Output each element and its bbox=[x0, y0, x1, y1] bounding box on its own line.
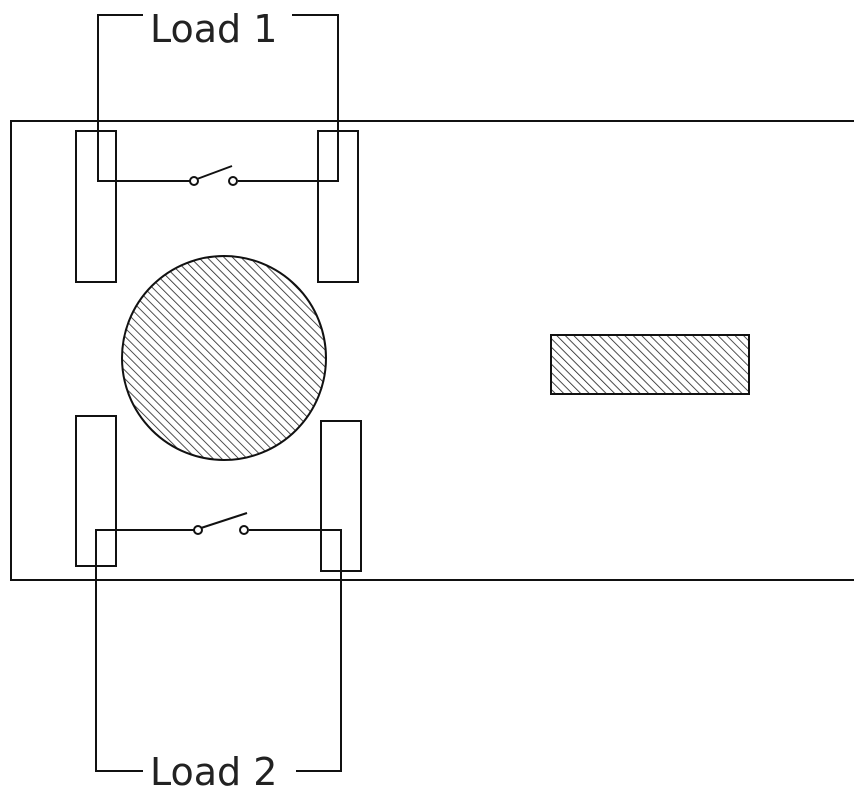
load-2-wire bbox=[95, 529, 194, 772]
switch-1-contact-left bbox=[189, 176, 199, 186]
load-1-wire-right bbox=[238, 14, 339, 182]
contact-pad-top-left bbox=[75, 130, 117, 283]
load-2-label: Load 2 bbox=[150, 750, 277, 789]
hatched-bar bbox=[550, 334, 750, 395]
switch-2-contact-right bbox=[239, 525, 249, 535]
load-1-wire bbox=[97, 14, 190, 182]
load-2-wire-right bbox=[249, 529, 342, 772]
switch-1-contact-right bbox=[228, 176, 238, 186]
switch-2-contact-left bbox=[193, 525, 203, 535]
switch-2-lever bbox=[200, 512, 248, 529]
hatched-circle-magnet bbox=[121, 255, 327, 461]
switch-1-lever bbox=[196, 165, 233, 180]
load-1-label: Load 1 bbox=[150, 7, 277, 51]
board-outline bbox=[10, 120, 854, 581]
